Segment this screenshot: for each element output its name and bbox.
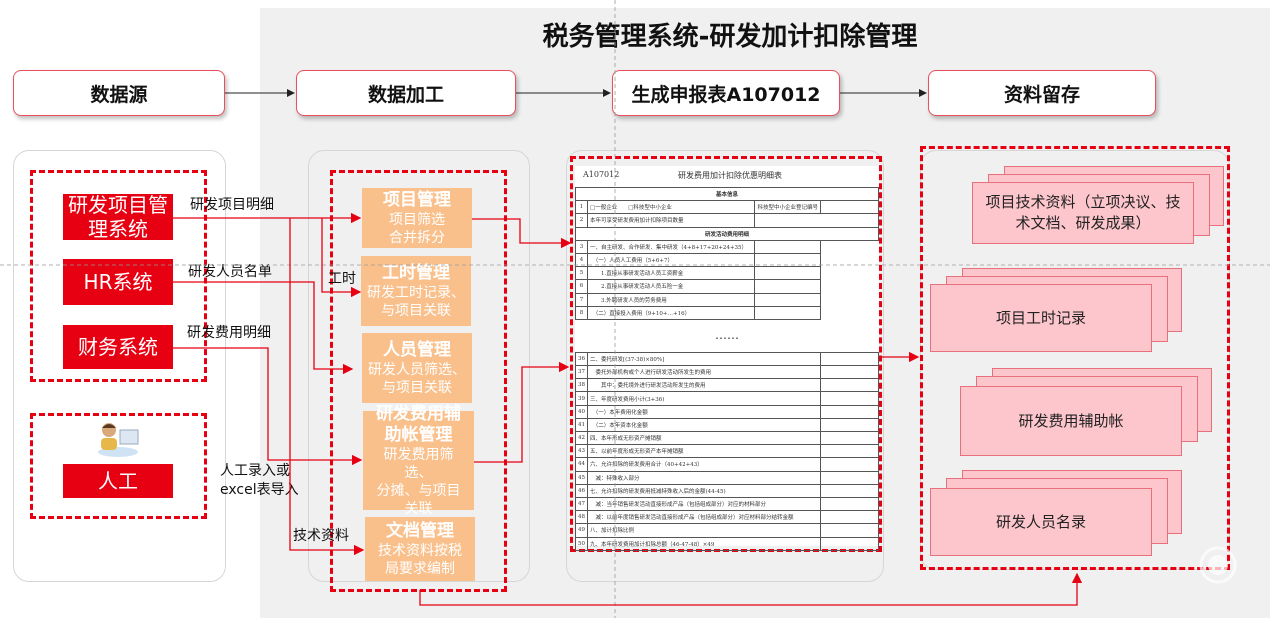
arrow-tech-docs — [289, 218, 365, 556]
arrow-staff-list — [173, 281, 354, 375]
form-name: 研发费用加计扣除优惠明细表 — [678, 171, 782, 180]
box-line: 研发工时记录、 — [367, 284, 465, 301]
arrow-expense-detail — [173, 347, 363, 466]
form-row: 48 减：以前年度销售研发活动直接形成产品（包括组成部分）对应材料部分结转金额 — [575, 510, 879, 525]
box-line: 与项目关联 — [381, 302, 451, 319]
arrow-work-hours — [321, 218, 362, 298]
work-hours-box: 工时管理研发工时记录、与项目关联 — [361, 256, 471, 326]
finance-system: 财务系统 — [63, 325, 173, 369]
archive-expense-ledger: 研发费用辅助帐 — [960, 386, 1182, 456]
form-row: 40 （一）本年费用化金额 — [575, 404, 879, 419]
box-line: 研发费用筛选、 — [383, 446, 454, 481]
flow-label-manual-import-1: 人工录入或 — [220, 463, 290, 479]
form-row: 38 其中：委托境外进行研发活动所发生的费用 — [575, 378, 879, 393]
row-value — [754, 305, 821, 320]
arrow-ledger-to-form — [474, 361, 570, 463]
flow-label-expense-detail: 研发费用明细 — [187, 325, 271, 341]
header-archive: 资料留存 — [928, 70, 1156, 116]
box-line: 技术资料按税 — [378, 542, 462, 559]
project-management-box: 项目管理项目筛选合并拆分 — [362, 188, 472, 248]
watermark-logo — [1199, 546, 1237, 584]
form-row: 5 1.直接从事研发活动人员工资薪金 — [575, 266, 879, 281]
manual-group — [30, 413, 207, 519]
box-line: 关联 — [404, 500, 433, 517]
person-computer-icon — [96, 420, 140, 458]
ellipsis: …… — [715, 327, 739, 342]
manual-source: 人工 — [63, 464, 173, 498]
flow-label-project-detail: 研发项目明细 — [190, 197, 274, 213]
box-line: 研发人员筛选、 — [368, 361, 466, 378]
box-title: 人员管理 — [383, 339, 451, 360]
form-row: 45 减：特殊收入部分 — [575, 470, 879, 485]
systems-group — [30, 170, 207, 382]
processing-group — [330, 170, 507, 592]
box-title: 研发费用辅助帐管理 — [376, 403, 461, 445]
header-generate-form: 生成申报表A107012 — [612, 70, 840, 116]
header-data-processing: 数据加工 — [296, 70, 516, 116]
form-a107012: A107012 研发费用加计扣除优惠明细表 基本信息 1□一般企业 □科技型中小… — [575, 166, 879, 551]
archive-tech-docs: 项目技术资料（立项决议、技术文档、研发成果） — [972, 182, 1194, 244]
form-group — [570, 156, 882, 552]
box-title: 文档管理 — [386, 520, 454, 541]
box-line: 合并拆分 — [389, 229, 445, 246]
document-management-box: 文档管理技术资料按税局要求编制 — [365, 517, 475, 581]
box-line: 分摊、与项目 — [376, 482, 461, 499]
flow-label-work-hours: 工时 — [328, 271, 356, 287]
form-code: A107012 — [583, 170, 620, 179]
row-text: （二）直接投入费用（9+10+…+16） — [586, 305, 756, 320]
header-data-source: 数据源 — [13, 70, 225, 116]
expense-ledger-box: 研发费用辅助帐管理研发费用筛选、分摊、与项目关联 — [363, 404, 474, 517]
form-row: 8 （二）直接投入费用（9+10+…+16） — [575, 305, 879, 320]
form-title-row: A107012 研发费用加计扣除优惠明细表 — [575, 166, 879, 187]
flow-label-staff-list: 研发人员名单 — [188, 264, 272, 280]
arrow-docs-to-archive — [419, 572, 1083, 606]
box-line: 与项目关联 — [382, 379, 452, 396]
archive-staff-roster: 研发人员名录 — [930, 488, 1152, 556]
box-title: 工时管理 — [382, 262, 450, 283]
row-value — [820, 536, 879, 551]
rd-project-system: 研发项目管理系统 — [63, 193, 173, 241]
box-line: 局要求编制 — [385, 560, 455, 577]
page-title: 税务管理系统-研发加计扣除管理 — [542, 22, 918, 52]
arrow-project-to-form — [472, 218, 572, 249]
staff-management-box: 人员管理研发人员筛选、与项目关联 — [362, 333, 472, 403]
archive-group — [920, 146, 1230, 570]
hr-system: HR系统 — [63, 259, 173, 305]
archive-work-hours: 项目工时记录 — [930, 284, 1152, 352]
box-line: 项目筛选 — [389, 211, 445, 228]
flow-label-tech-docs: 技术资料 — [293, 528, 349, 544]
flow-label-manual-import-2: excel表导入 — [220, 482, 299, 498]
box-title: 项目管理 — [383, 189, 451, 210]
